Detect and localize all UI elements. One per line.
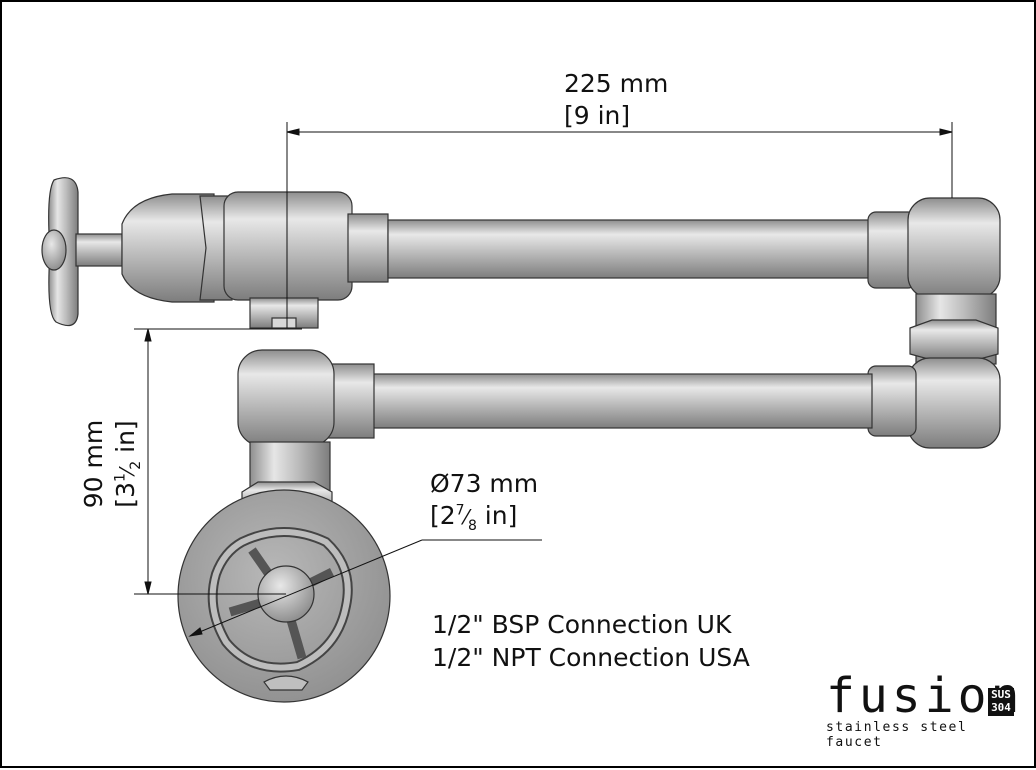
sus304-badge: SUS 304: [988, 688, 1014, 716]
lower-elbow-right: [907, 357, 1001, 449]
brand-name: fusion: [826, 668, 1024, 724]
upper-elbow: [907, 197, 1001, 299]
handwheel-hub: [41, 229, 67, 271]
height-in: [31⁄2 in]: [111, 420, 144, 508]
lower-elbow-left: [237, 349, 335, 447]
drain-screw: [263, 675, 309, 691]
width-in: [9 in]: [564, 101, 631, 130]
height-dimension-label: 90 mm [31⁄2 in]: [78, 389, 144, 539]
connection-uk: 1/2" BSP Connection UK: [432, 610, 732, 639]
inlet-slot: [271, 317, 297, 329]
dimension-lines: [134, 122, 953, 637]
diameter-mm: Ø73 mm: [430, 469, 539, 498]
diameter-dimension-label: Ø73 mm [27⁄8 in]: [430, 468, 538, 533]
valve-bonnet: [121, 193, 215, 303]
upper-collar: [347, 213, 389, 283]
width-dimension-label: 225 mm [9 in]: [564, 68, 668, 132]
width-mm: 225 mm: [564, 69, 669, 98]
upper-arm-pipe: [387, 219, 875, 279]
height-mm: 90 mm: [79, 419, 108, 509]
upper-arm-assembly: [41, 177, 1001, 365]
brand-logo: fusion SUS 304 stainless steel faucet: [826, 668, 1024, 750]
valve-stem: [75, 233, 123, 267]
valve-body: [223, 191, 353, 301]
swivel-hex-nut: [909, 319, 999, 361]
brand-tagline: stainless steel faucet: [826, 720, 968, 750]
connection-notes: 1/2" BSP Connection UK 1/2" NPT Connecti…: [432, 608, 750, 674]
diameter-in: [27⁄8 in]: [430, 501, 518, 534]
lower-elbow-right-collar: [867, 365, 917, 437]
wall-plate-group: [177, 489, 391, 703]
connection-usa: 1/2" NPT Connection USA: [432, 643, 750, 672]
lower-arm-pipe: [371, 373, 873, 429]
